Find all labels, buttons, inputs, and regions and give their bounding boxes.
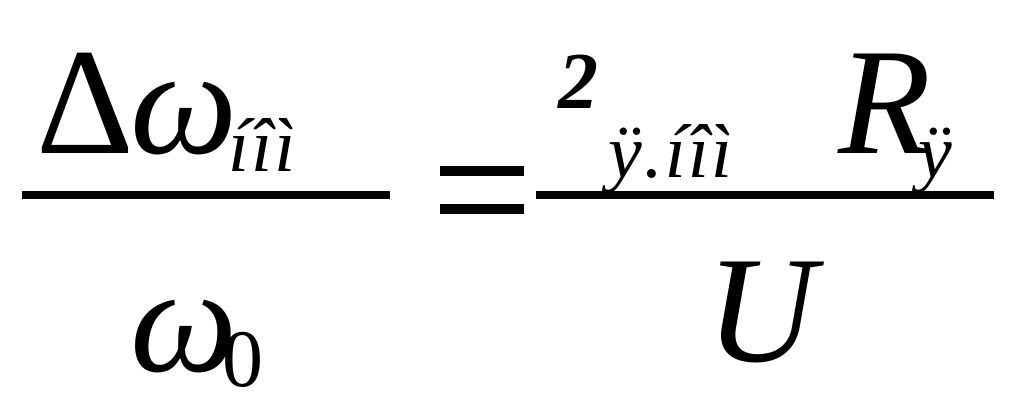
superscript-two: 2 <box>558 38 598 126</box>
omega-symbol-numerator: ω <box>130 18 238 186</box>
subscript-r: ÿ <box>918 110 952 194</box>
subscript-main: ÿ.íîì <box>608 110 735 194</box>
variable-r: R <box>838 18 931 186</box>
delta-symbol: Δ <box>36 18 134 186</box>
omega-subscript-denominator: 0 <box>222 313 263 404</box>
fraction-bar-left <box>22 191 390 199</box>
variable-u: U <box>706 226 816 394</box>
omega-symbol-denominator: ω <box>130 236 238 404</box>
fraction-bar-right <box>536 191 994 199</box>
omega-subscript-numerator: íîì <box>228 104 298 188</box>
